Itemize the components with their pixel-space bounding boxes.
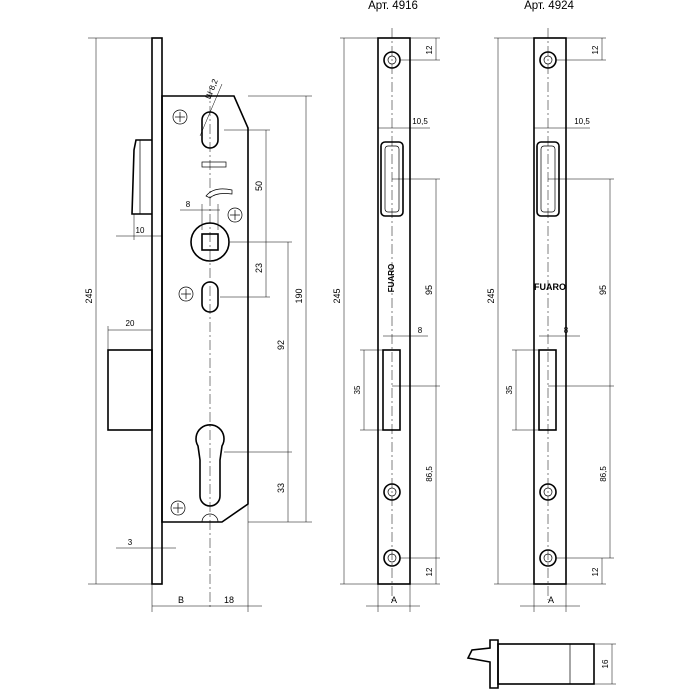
title-4924: Арт. 4924 [524,0,574,12]
dim-50: 50 [254,181,264,191]
dead-bolt [107,349,153,431]
svg-text:16: 16 [601,659,610,668]
dim-20: 20 [126,319,135,328]
svg-text:10,5: 10,5 [412,117,428,126]
dim-23: 23 [254,263,264,273]
svg-text:A: A [548,595,554,605]
bolt-opening [538,349,557,431]
bolt-opening [382,349,401,431]
dim-lock-height: 245 [84,288,94,303]
cylinder-hole [195,424,225,507]
svg-text:95: 95 [424,285,434,295]
svg-text:245: 245 [486,288,496,303]
lock-case [161,95,249,523]
screw-icon [172,109,188,125]
dim-case-height: 190 [294,288,304,303]
svg-text:8: 8 [418,326,423,335]
dim-18: 18 [224,595,234,605]
latch-bolt [131,139,152,215]
brand-mark: FUARO [534,282,566,292]
strike-plate-4924: Арт. 4924 FUARO [524,0,574,600]
svg-text:35: 35 [505,385,514,394]
brand-mark: FUARO [387,264,396,292]
latch-detail: 16 [466,639,616,689]
svg-text:12: 12 [591,567,600,576]
svg-text:86,5: 86,5 [425,466,434,482]
svg-text:95: 95 [598,285,608,295]
dim-33: 33 [276,483,286,493]
strike-b-dimensions: 245 12 10,5 95 8 35 86,5 12 A [486,37,614,612]
screw-icon [178,286,194,302]
svg-text:12: 12 [425,567,434,576]
latch-head [466,639,499,689]
mortise-lock [107,37,249,610]
dim-slot-width: Ш 8,2 [204,77,220,100]
brand-fuaro: FUARO [387,264,396,292]
lock-faceplate [151,37,163,585]
strike-plate-4916: Арт. 4916 FUARO [368,0,418,600]
screw-icon [227,207,243,223]
svg-text:35: 35 [353,385,362,394]
strike-plate-body [377,37,411,585]
title-4916: Арт. 4916 [368,0,418,12]
strike-a-dimensions: 245 12 10,5 95 8 35 86,5 12 A [332,37,440,612]
dim-10: 10 [136,226,145,235]
latch-body [497,643,595,685]
dim-B: B [178,595,184,605]
svg-text:12: 12 [425,45,434,54]
dim-92: 92 [276,340,286,350]
svg-text:8: 8 [564,326,569,335]
svg-text:86,5: 86,5 [599,466,608,482]
svg-text:245: 245 [332,288,342,303]
svg-text:10,5: 10,5 [574,117,590,126]
svg-text:12: 12 [591,45,600,54]
screw-icon [170,500,186,516]
brand-fuaro: FUARO [534,282,566,292]
lock-dimensions: 245 190 50 23 92 33 10 8 20 3 [84,37,312,612]
dim-3: 3 [128,538,133,547]
strike-plate-body [533,37,567,585]
dim-8: 8 [186,200,191,209]
svg-text:A: A [391,595,397,605]
